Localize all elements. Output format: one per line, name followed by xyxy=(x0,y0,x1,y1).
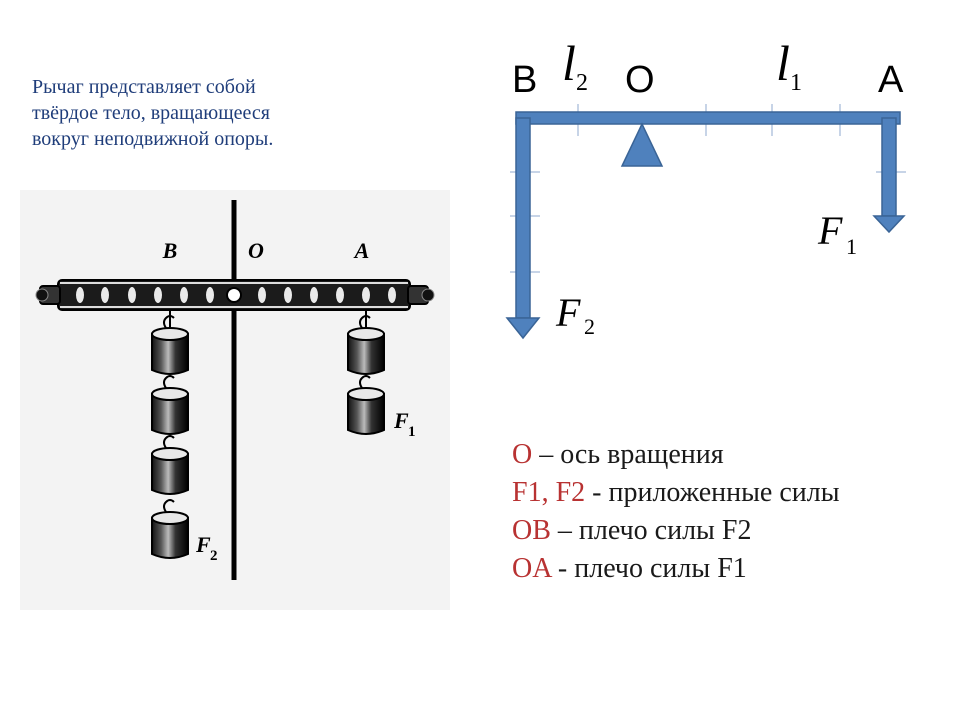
legend-term-forces: F1, F2 xyxy=(512,477,586,508)
label-l2-sub: 2 xyxy=(576,70,588,96)
legend-row-forces: F1, F2 - приложенные силы xyxy=(512,474,840,512)
legend-term-ob: OB xyxy=(512,515,551,546)
intro-text: Рычаг представляет собой твёрдое тело, в… xyxy=(32,74,392,152)
legend-term-o: O xyxy=(512,439,533,470)
legend-row-axis: O – ось вращения xyxy=(512,436,840,474)
schematic-label-b: B xyxy=(512,59,537,101)
label-l1-sub: 1 xyxy=(790,70,802,96)
lever-schematic: B O A l 2 l 1 F 1 F 2 xyxy=(505,35,906,340)
photo-label-f2: F xyxy=(195,532,211,557)
photo-weights-a xyxy=(347,310,385,435)
legend-row-oa: OA - плечо силы F1 xyxy=(512,550,840,588)
legend: O – ось вращения F1, F2 - приложенные си… xyxy=(512,436,840,588)
label-l1: l xyxy=(776,35,790,91)
legend-text-axis: – ось вращения xyxy=(532,439,724,470)
photo-label-f2-sub: 2 xyxy=(210,548,218,564)
legend-row-ob: OB – плечо силы F2 xyxy=(512,512,840,550)
intro-line-2: твёрдое тело, вращающееся xyxy=(32,102,270,124)
intro-line-3: вокруг неподвижной опоры. xyxy=(32,128,274,150)
intro-line-1: Рычаг представляет собой xyxy=(32,76,256,98)
lever-photo: B O A F 1 F 2 xyxy=(20,190,450,610)
pivot-triangle xyxy=(620,122,664,167)
f1-arrow xyxy=(872,117,906,234)
label-l2: l xyxy=(562,35,576,91)
schematic-beam xyxy=(515,111,901,125)
legend-term-oa: OA xyxy=(512,553,551,584)
legend-text-oa: - плечо силы F1 xyxy=(550,553,747,584)
label-f1: F xyxy=(817,208,843,253)
f2-arrow xyxy=(505,117,541,340)
label-f2-sub: 2 xyxy=(584,314,595,339)
photo-label-b: B xyxy=(162,238,178,263)
schematic-label-a: A xyxy=(878,59,904,101)
label-f2: F xyxy=(555,290,581,335)
legend-text-forces: - приложенные силы xyxy=(585,477,840,508)
photo-label-f1-sub: 1 xyxy=(408,424,416,440)
schematic-label-o: O xyxy=(625,59,655,101)
photo-label-o: O xyxy=(248,238,264,263)
legend-text-ob: – плечо силы F2 xyxy=(550,515,752,546)
photo-weights-b xyxy=(151,310,189,559)
photo-lever-bar xyxy=(35,279,435,311)
photo-label-f1: F xyxy=(393,408,409,433)
photo-label-a: A xyxy=(353,238,370,263)
label-f1-sub: 1 xyxy=(846,234,857,259)
